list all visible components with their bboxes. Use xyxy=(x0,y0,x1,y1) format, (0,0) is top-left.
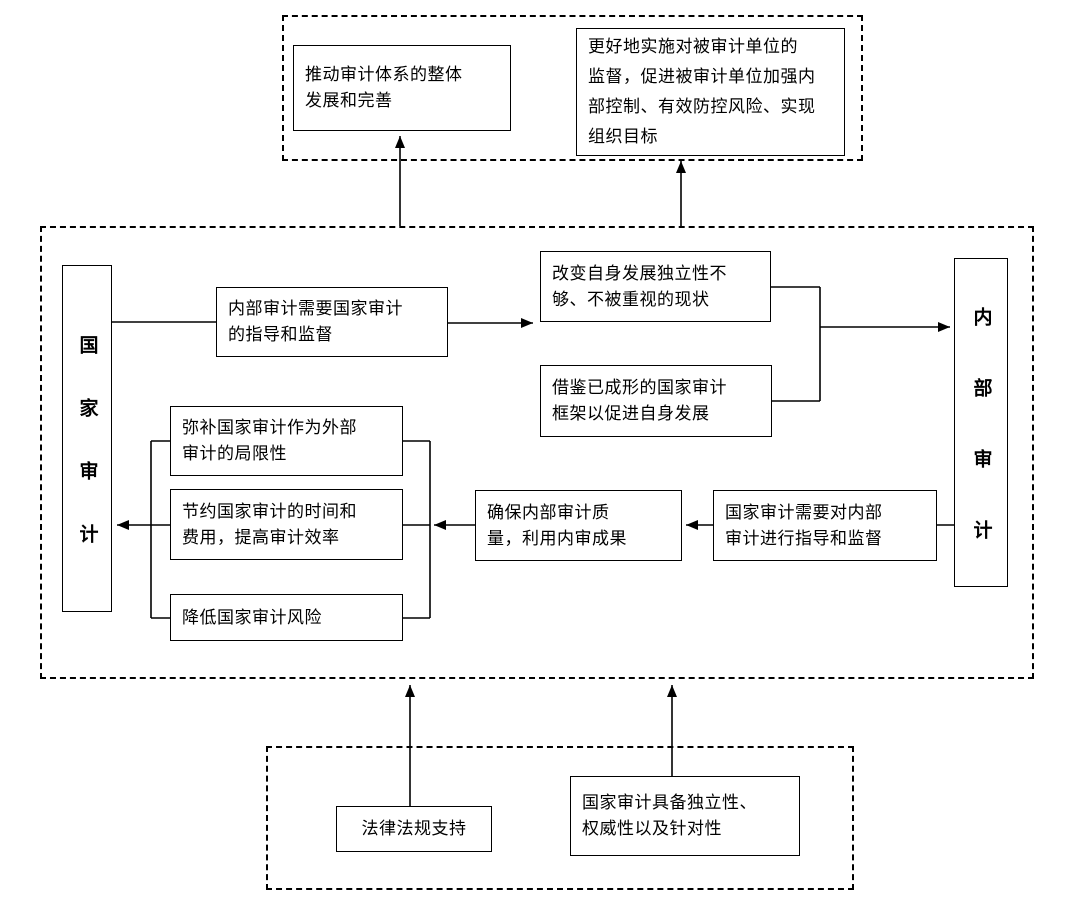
node-learn-framework: 借鉴已成形的国家审计 框架以促进自身发展 xyxy=(540,365,772,437)
node-promote-audit-system: 推动审计体系的整体 发展和完善 xyxy=(293,45,511,131)
node-compensate-limitation: 弥补国家审计作为外部 审计的局限性 xyxy=(170,406,403,476)
group-supports xyxy=(266,746,854,890)
state-audit-label: 国家审计 xyxy=(76,334,98,587)
group-outcomes xyxy=(282,15,863,161)
node-legal-support: 法律法规支持 xyxy=(336,806,492,852)
node-ensure-quality: 确保内部审计质 量，利用内审成果 xyxy=(475,490,682,561)
internal-audit-label: 内部审计 xyxy=(970,306,992,591)
node-internal-audit: 内部审计 xyxy=(954,258,1008,591)
node-better-supervision: 更好地实施对被审计单位的 监督，促进被审计单位加强内 部控制、有效防控风险、实现… xyxy=(576,28,845,156)
node-independence: 国家审计具备独立性、 权威性以及针对性 xyxy=(570,776,800,856)
node-reduce-risk: 降低国家审计风险 xyxy=(170,594,403,641)
node-state-audit: 国家审计 xyxy=(62,265,112,612)
group-relationship xyxy=(40,226,1034,679)
node-save-time-cost: 节约国家审计的时间和 费用，提高审计效率 xyxy=(170,489,403,560)
node-change-status: 改变自身发展独立性不 够、不被重视的现状 xyxy=(540,251,771,322)
node-need-guidance: 内部审计需要国家审计 的指导和监督 xyxy=(216,287,448,357)
node-state-guide-internal: 国家审计需要对内部 审计进行指导和监督 xyxy=(713,490,937,561)
